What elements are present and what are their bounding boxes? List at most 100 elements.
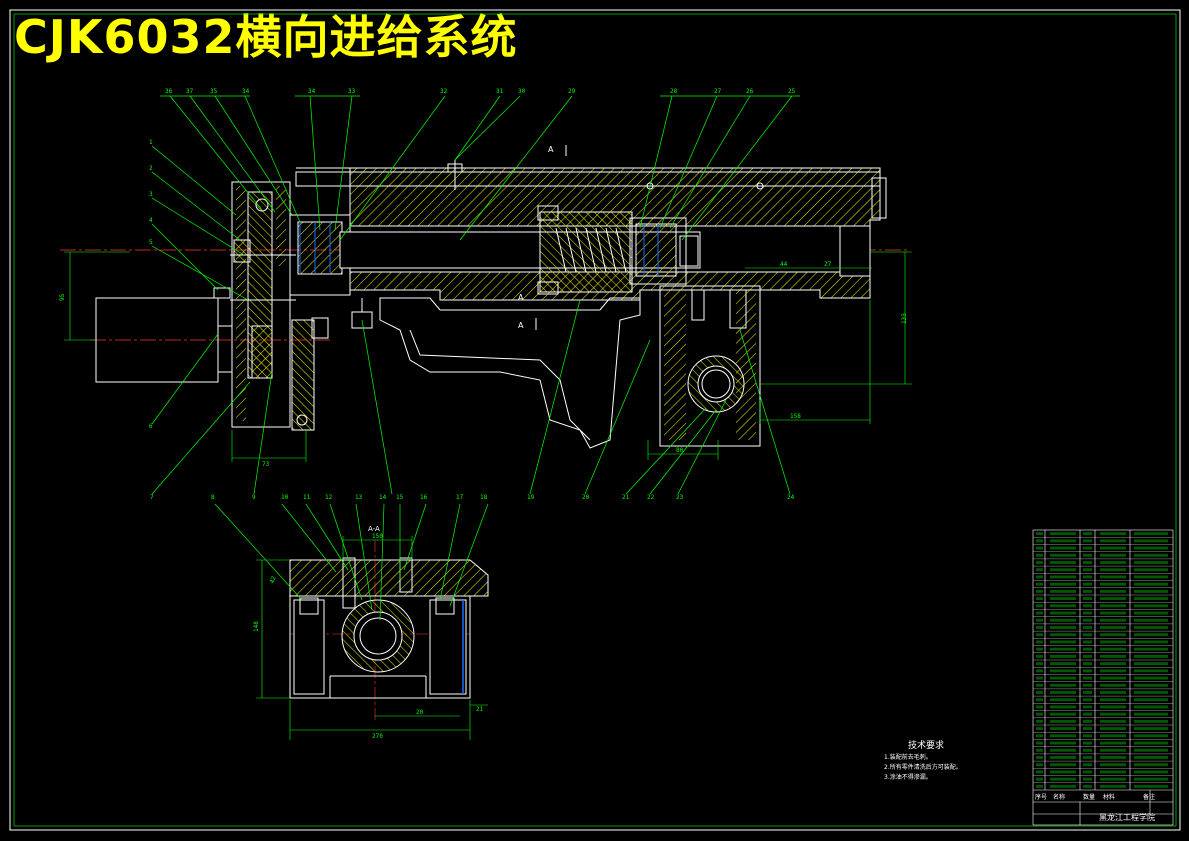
lower-housing-hatch xyxy=(664,290,686,440)
bom-cell-mark xyxy=(1134,777,1168,781)
bottom-callout: 12 xyxy=(325,494,333,501)
bom-cell-mark xyxy=(1134,748,1168,752)
bom-cell-mark xyxy=(1083,705,1092,709)
bom-cell-mark xyxy=(1036,770,1043,774)
bom-cell-mark xyxy=(1036,719,1043,723)
leader-lines xyxy=(151,95,800,495)
bom-cell-mark xyxy=(1036,784,1043,788)
bom-cell-mark xyxy=(1134,582,1168,586)
bom-cell-mark xyxy=(1100,741,1126,745)
top-callout-labels: 36 37 35 34 34 33 32 31 30 29 28 27 26 2… xyxy=(165,88,796,95)
bom-cell-mark xyxy=(1083,712,1092,716)
bottom-callout: 16 xyxy=(420,494,428,501)
bom-cell-mark xyxy=(1050,691,1076,694)
left-callout: 3 xyxy=(149,191,153,198)
bom-cell-mark xyxy=(1100,597,1126,601)
bom-cell-mark xyxy=(1050,604,1076,608)
lower-gear-housing xyxy=(659,285,761,447)
bom-cell-mark xyxy=(1134,763,1168,767)
pin-circle xyxy=(255,198,269,212)
bom-cell-mark xyxy=(1050,698,1076,702)
bom-cell-mark xyxy=(1083,756,1092,759)
title-block-label: 名称 xyxy=(1053,794,1066,801)
bom-cell-mark xyxy=(1134,546,1168,550)
title-block-fill xyxy=(1036,532,1168,788)
bom-cell-mark xyxy=(1083,626,1092,629)
bom-cell-mark xyxy=(1036,727,1043,731)
title-block-school: 黑龙江工程学院 xyxy=(1099,813,1155,822)
bom-cell-mark xyxy=(1050,770,1076,774)
bom-cell-mark xyxy=(1100,727,1126,731)
bom-cell-mark xyxy=(1083,676,1092,680)
bom-cell-mark xyxy=(1100,763,1126,767)
bottom-callout: 9 xyxy=(252,494,256,501)
bom-cell-mark xyxy=(1083,662,1092,666)
bom-cell-mark xyxy=(1050,748,1076,752)
bom-cell-mark xyxy=(1036,756,1043,759)
bom-cell-mark xyxy=(1050,575,1076,579)
bom-cell-mark xyxy=(1050,741,1076,745)
bom-cell-mark xyxy=(1036,734,1043,738)
end-cap xyxy=(871,177,887,219)
section-mark-top: A xyxy=(548,145,554,154)
bom-cell-mark xyxy=(1083,748,1092,752)
bottom-callout: 13 xyxy=(355,494,363,501)
bom-cell-mark xyxy=(1050,756,1076,759)
top-callout: 25 xyxy=(788,88,796,95)
section-screw xyxy=(359,617,397,655)
bom-cell-mark xyxy=(1050,640,1076,644)
left-callout: 2 xyxy=(149,165,153,172)
dim-right-small-b: 27 xyxy=(824,261,832,268)
bom-cell-mark xyxy=(1134,575,1168,579)
bom-cell-mark xyxy=(1134,784,1168,788)
bom-cell-mark xyxy=(1134,712,1168,716)
bom-cell-mark xyxy=(1083,741,1092,745)
bom-cell-mark xyxy=(1050,784,1076,788)
bom-cell-mark xyxy=(1036,618,1043,622)
bom-cell-mark xyxy=(1134,532,1168,536)
section-side-right xyxy=(429,599,467,695)
tech-req-line: 3.涂油不得渗漏。 xyxy=(884,774,932,781)
bom-cell-mark xyxy=(1050,589,1076,593)
gearbox-hatch-a xyxy=(236,186,246,421)
bottom-callout: 8 xyxy=(211,494,215,501)
right-end-block xyxy=(839,225,871,277)
left-callout: 1 xyxy=(149,139,153,146)
ball-nut xyxy=(539,211,633,293)
bom-cell-mark xyxy=(1050,763,1076,767)
section-view: A-A xyxy=(289,525,489,720)
bom-cell-mark xyxy=(1036,611,1043,615)
bom-cell-mark xyxy=(1050,676,1076,680)
left-callout: 6 xyxy=(149,423,153,430)
bom-cell-mark xyxy=(1050,553,1076,557)
section-nut-ring xyxy=(353,611,403,661)
section-dimensions xyxy=(256,536,488,740)
bom-cell-mark xyxy=(1100,676,1126,680)
bom-cell-mark xyxy=(1134,756,1168,759)
bom-cell-mark xyxy=(1050,705,1076,709)
bom-cell-mark xyxy=(1100,777,1126,781)
bom-cell-mark xyxy=(1134,676,1168,680)
section-body xyxy=(289,595,471,699)
top-callout: 33 xyxy=(348,88,356,95)
sheet-border-outer xyxy=(9,9,1181,831)
tech-req-title: 技术要求 xyxy=(908,741,945,751)
bom-cell-mark xyxy=(1100,553,1126,557)
section-clamp-left xyxy=(299,597,319,615)
bottom-callout: 15 xyxy=(396,494,404,501)
bom-cell-mark xyxy=(1083,698,1092,702)
bom-cell-mark xyxy=(1083,633,1092,637)
bolt-head-1 xyxy=(233,239,251,263)
bom-cell-mark xyxy=(1134,539,1168,543)
bom-cell-mark xyxy=(1134,705,1168,709)
bom-cell-mark xyxy=(1100,712,1126,716)
left-callout: 4 xyxy=(149,217,153,224)
title-block-rows xyxy=(1033,537,1173,783)
bom-cell-mark xyxy=(1100,756,1126,759)
bom-cell-mark xyxy=(1050,712,1076,716)
bom-cell-mark xyxy=(1036,640,1043,644)
dimension-texts-main: 95 73 133 44 27 158 80 xyxy=(59,261,908,468)
bom-cell-mark xyxy=(1100,589,1126,593)
bom-cell-mark xyxy=(1036,647,1043,651)
bom-cell-mark xyxy=(1083,669,1092,673)
